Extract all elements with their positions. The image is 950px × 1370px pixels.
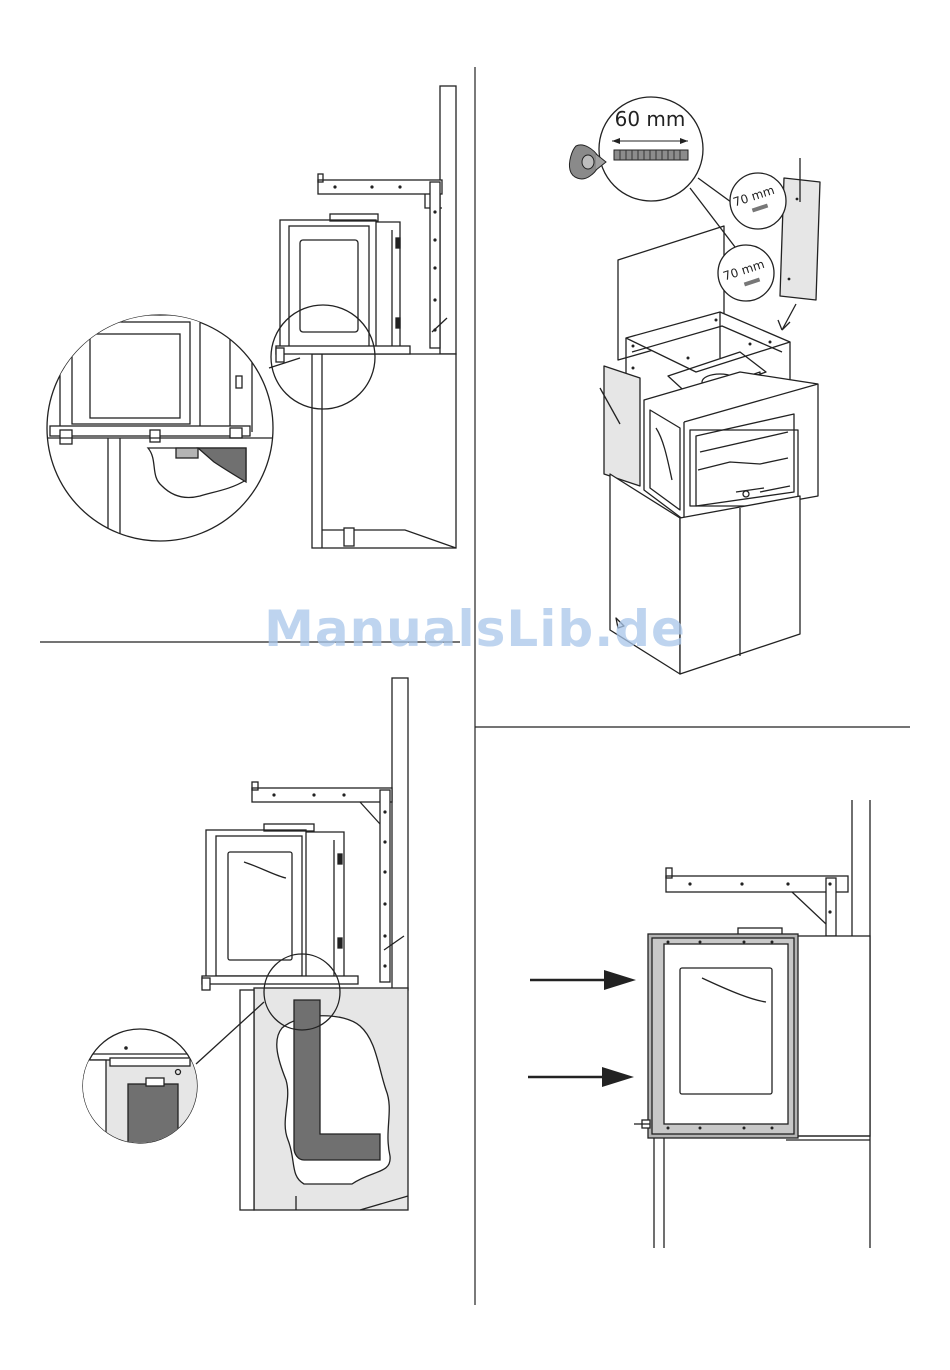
watermark: ManualsLib.de xyxy=(0,600,950,658)
panel-a-diagram xyxy=(269,86,456,548)
panel-a-detail-magnifier xyxy=(40,315,290,545)
side-distance-magnifier-2: 70 mm xyxy=(718,245,774,301)
side-distance-magnifier-1: 70 mm xyxy=(730,173,786,229)
panel-b-diagram xyxy=(600,158,820,674)
panel-c-diagram xyxy=(196,678,408,1210)
panel-d-diagram xyxy=(634,800,870,1248)
arrow-lower-icon xyxy=(528,1067,634,1087)
bolt-length-label: 60 mm xyxy=(615,107,686,131)
threaded-bolt xyxy=(614,150,688,160)
bolt-detail-magnifier: 60 mm xyxy=(599,97,703,201)
arrow-upper-icon xyxy=(530,970,636,990)
panel-c-detail-magnifier xyxy=(80,1029,210,1160)
